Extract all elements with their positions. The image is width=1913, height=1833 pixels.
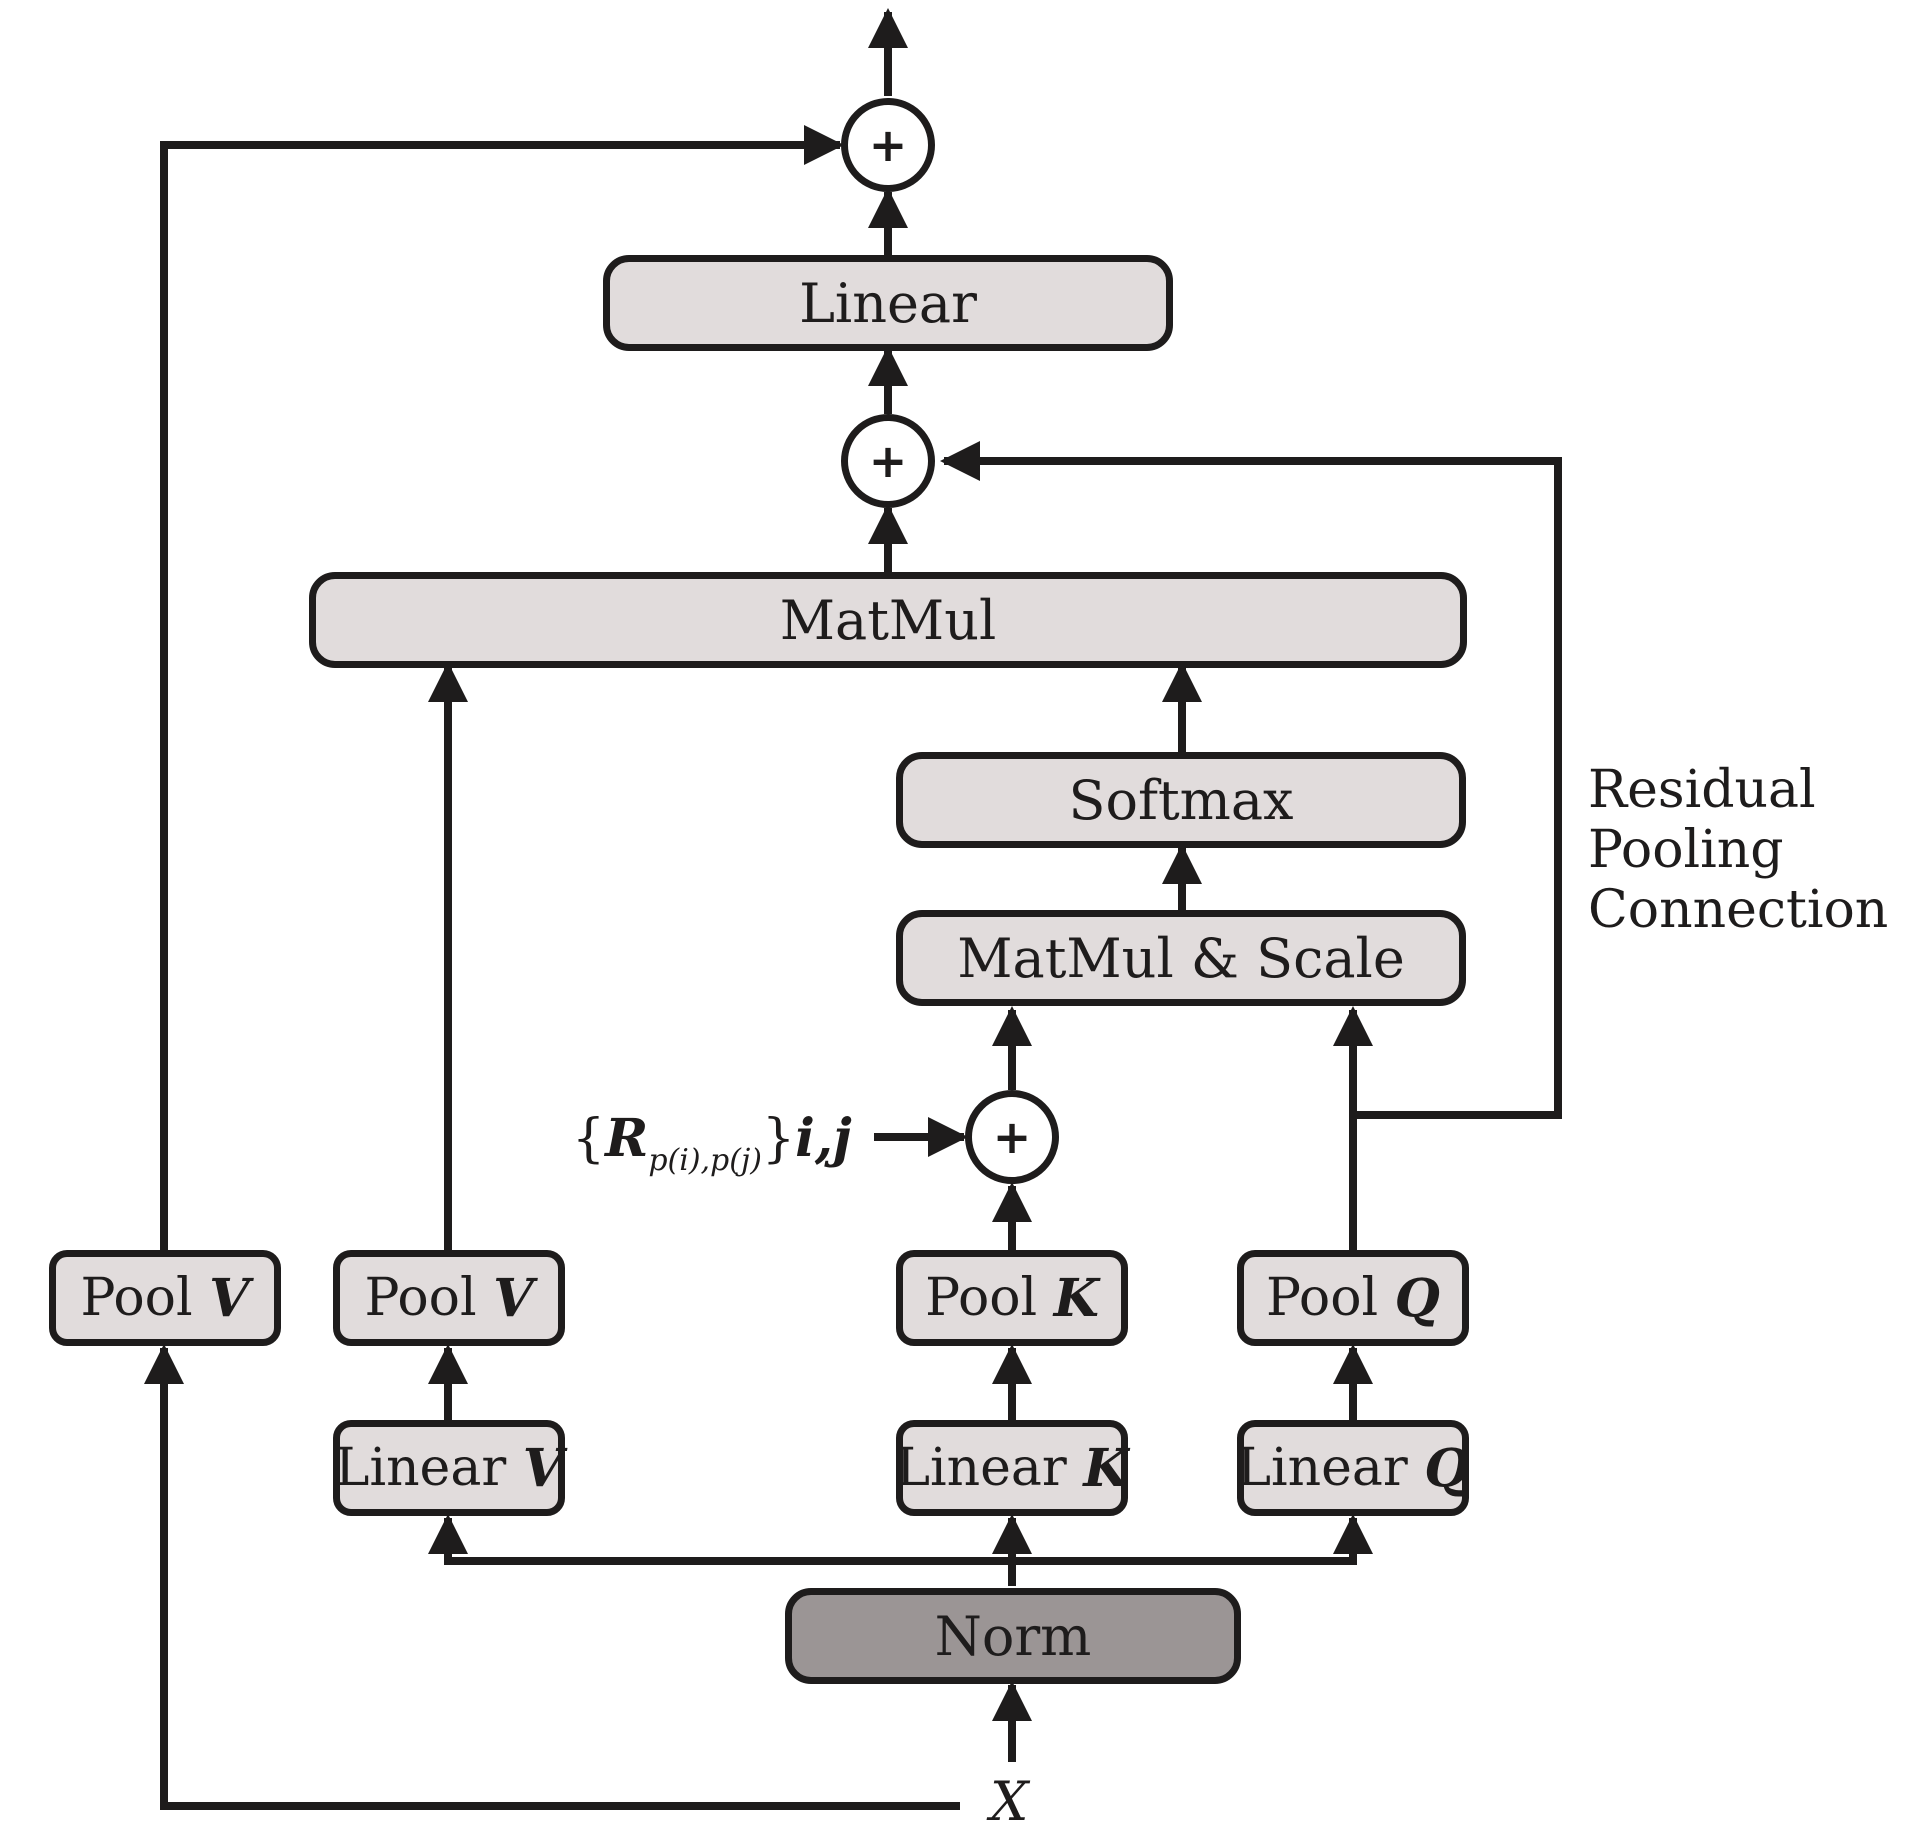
linear-q-symbol: Q xyxy=(1424,1437,1470,1499)
softmax-block: Softmax xyxy=(896,752,1466,848)
relative-position-label: {Rp(i),p(j)}i,j xyxy=(572,1108,852,1178)
linear-output-label: Linear xyxy=(799,271,977,335)
matmul-label: MatMul xyxy=(779,588,997,652)
pool-q-symbol: Q xyxy=(1394,1267,1440,1329)
pool-v-skip-prefix: Pool xyxy=(80,1268,193,1328)
linear-v-prefix: Linear xyxy=(334,1438,507,1498)
linear-k-block: Linear K xyxy=(895,1420,1129,1516)
pool-v-skip-symbol: V xyxy=(209,1267,250,1329)
linear-k-symbol: K xyxy=(1083,1437,1129,1499)
relpos-open-brace: { xyxy=(572,1109,606,1169)
residual-pooling-connection-label: Residual Pooling Connection xyxy=(1588,760,1888,940)
line-norm-to-q xyxy=(1012,1514,1373,1565)
residual-pooling-connection-line xyxy=(940,441,1562,1119)
relpos-subscript: p(i),p(j) xyxy=(648,1143,762,1178)
pool-k-symbol: K xyxy=(1053,1267,1099,1329)
pool-v-skip-block: Pool V xyxy=(49,1250,281,1346)
add-node-residual: + xyxy=(841,414,935,508)
line-norm-to-v xyxy=(428,1514,1012,1565)
pool-k-block: Pool K xyxy=(896,1250,1128,1346)
add-node-output: + xyxy=(841,98,935,192)
linear-q-prefix: Linear xyxy=(1236,1438,1408,1498)
linear-k-prefix: Linear xyxy=(895,1438,1067,1498)
pool-k-prefix: Pool xyxy=(925,1268,1038,1328)
matmul-scale-label: MatMul & Scale xyxy=(957,926,1405,990)
add-symbol: + xyxy=(868,118,908,172)
linear-q-block: Linear Q xyxy=(1236,1420,1470,1516)
pool-q-block: Pool Q xyxy=(1237,1250,1469,1346)
norm-block: Norm xyxy=(785,1588,1241,1684)
residual-label-line-3: Connection xyxy=(1588,880,1889,940)
matmul-block: MatMul xyxy=(309,572,1467,668)
linear-output-block: Linear xyxy=(603,255,1173,351)
input-x-label: X xyxy=(990,1770,1029,1833)
skip-line-pool-v-to-add-top xyxy=(160,125,844,1250)
pool-v-prefix: Pool xyxy=(364,1268,477,1328)
pool-v-block: Pool V xyxy=(333,1250,565,1346)
residual-label-line-2: Pooling xyxy=(1588,820,1784,880)
linear-v-symbol: V xyxy=(522,1437,564,1499)
norm-label: Norm xyxy=(934,1604,1092,1668)
pool-v-symbol: V xyxy=(493,1267,534,1329)
add-symbol: + xyxy=(868,434,908,488)
relpos-symbol: R xyxy=(605,1108,649,1169)
add-symbol: + xyxy=(992,1110,1032,1164)
linear-v-block: Linear V xyxy=(333,1420,565,1516)
matmul-scale-block: MatMul & Scale xyxy=(896,910,1466,1006)
softmax-label: Softmax xyxy=(1068,768,1294,832)
relpos-indices: i,j xyxy=(795,1108,852,1169)
relpos-close-brace: } xyxy=(761,1109,796,1169)
residual-label-line-1: Residual xyxy=(1588,760,1816,820)
line-x-to-pool-v-skip xyxy=(144,1344,960,1810)
add-node-relative-position: + xyxy=(965,1090,1059,1184)
pool-q-prefix: Pool xyxy=(1266,1268,1379,1328)
